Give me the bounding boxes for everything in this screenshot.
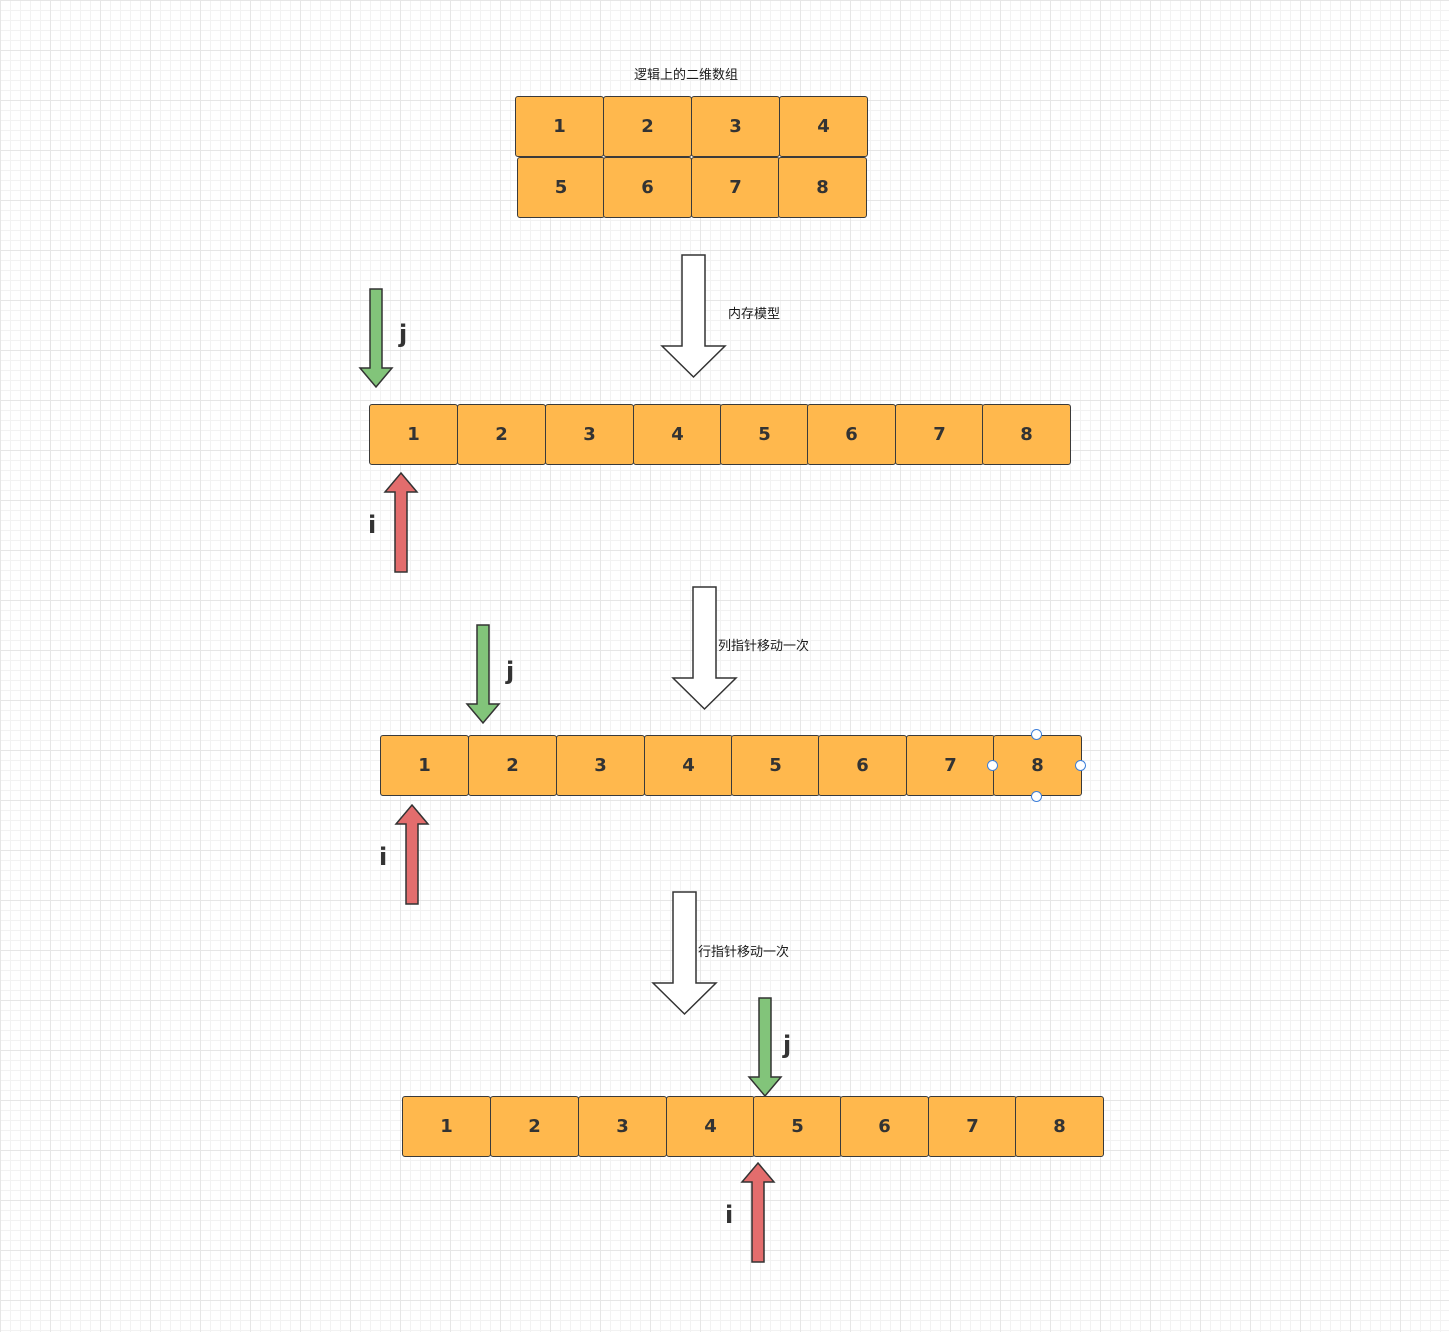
array-cell[interactable]: 2 (490, 1096, 579, 1157)
i-pointer-label: i (368, 511, 377, 539)
array-cell[interactable]: 4 (666, 1096, 755, 1157)
hollow-down-arrow[interactable] (651, 891, 719, 1017)
array-cell[interactable]: 7 (928, 1096, 1017, 1157)
selection-handle[interactable] (1075, 760, 1086, 771)
i-pointer-label: i (725, 1201, 734, 1229)
selection-handle[interactable] (1031, 729, 1042, 740)
grid-cell[interactable]: 7 (691, 157, 780, 218)
hollow-down-arrow[interactable] (660, 254, 728, 380)
j-pointer-label: j (783, 1031, 792, 1059)
i-pointer-arrow[interactable] (383, 471, 419, 574)
j-pointer-arrow[interactable] (747, 997, 783, 1098)
array-cell[interactable]: 8 (982, 404, 1071, 465)
array-cell[interactable]: 8 (1015, 1096, 1104, 1157)
array-cell[interactable]: 1 (380, 735, 469, 796)
selection-handle[interactable] (987, 760, 998, 771)
array-cell[interactable]: 6 (818, 735, 907, 796)
grid-cell[interactable]: 3 (691, 96, 780, 157)
i-pointer-arrow[interactable] (394, 803, 430, 906)
array-cell[interactable]: 5 (731, 735, 820, 796)
array-cell[interactable]: 6 (840, 1096, 929, 1157)
grid-cell[interactable]: 6 (603, 157, 692, 218)
array-cell[interactable]: 3 (578, 1096, 667, 1157)
array-cell[interactable]: 3 (556, 735, 645, 796)
array-cell[interactable]: 1 (369, 404, 458, 465)
array-cell[interactable]: 3 (545, 404, 634, 465)
j-pointer-label: j (506, 657, 515, 685)
i-pointer-label: i (379, 843, 388, 871)
row-move-label: 行指针移动一次 (698, 945, 790, 960)
array-cell[interactable]: 7 (906, 735, 995, 796)
array-cell[interactable]: 2 (468, 735, 557, 796)
grid-cell[interactable]: 5 (517, 157, 605, 218)
array-cell[interactable]: 6 (807, 404, 896, 465)
i-pointer-arrow[interactable] (740, 1161, 776, 1264)
array-cell[interactable]: 5 (753, 1096, 842, 1157)
array-cell[interactable]: 5 (720, 404, 809, 465)
array-cell[interactable]: 4 (644, 735, 733, 796)
memory-model-label: 内存模型 (728, 307, 781, 322)
grid-cell[interactable]: 1 (515, 96, 604, 157)
grid-cell[interactable]: 8 (778, 157, 867, 218)
col-move-label: 列指针移动一次 (718, 639, 810, 654)
array-cell[interactable]: 4 (633, 404, 722, 465)
diagram-title: 逻辑上的二维数组 (634, 68, 739, 83)
j-pointer-arrow[interactable] (358, 288, 394, 389)
j-pointer-arrow[interactable] (465, 624, 501, 725)
grid-cell[interactable]: 4 (779, 96, 868, 157)
hollow-down-arrow[interactable] (671, 586, 739, 712)
selection-handle[interactable] (1031, 791, 1042, 802)
array-cell-selected[interactable]: 8 (993, 735, 1082, 796)
j-pointer-label: j (399, 320, 408, 348)
array-cell[interactable]: 1 (402, 1096, 491, 1157)
array-cell[interactable]: 7 (895, 404, 984, 465)
grid-cell[interactable]: 2 (603, 96, 692, 157)
array-cell[interactable]: 2 (457, 404, 546, 465)
